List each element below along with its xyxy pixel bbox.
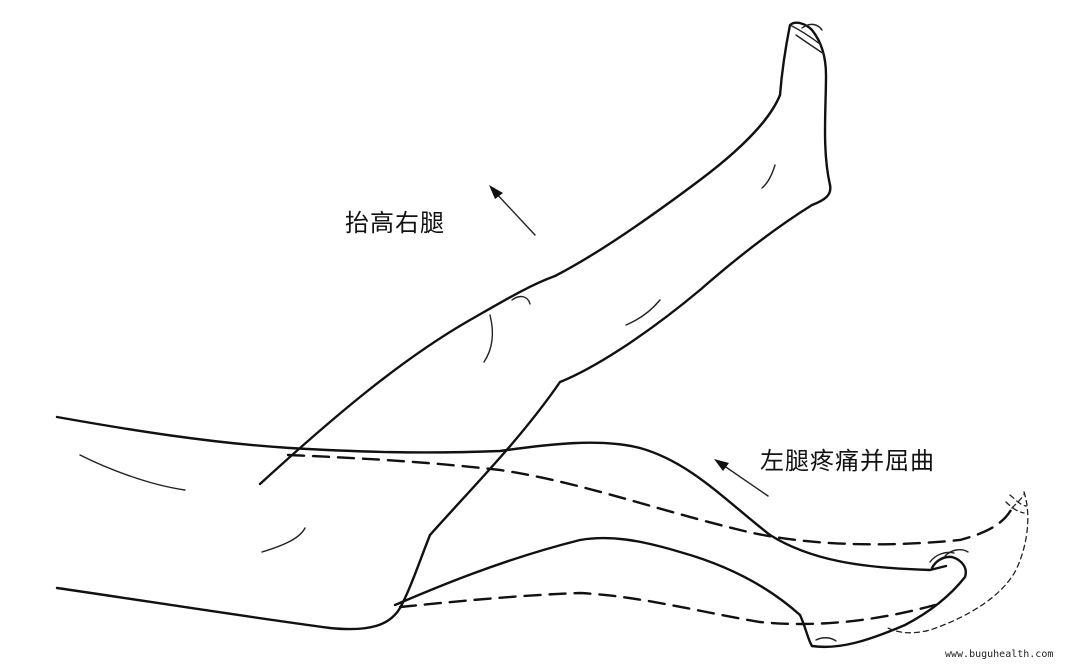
right-kneecap: [511, 295, 531, 305]
right-foot: [778, 21, 832, 187]
right-calf-line: [625, 299, 661, 326]
right-leg-lower-edge: [428, 183, 832, 537]
left-foot: [810, 555, 967, 648]
raise-right-leg-label: 抬高右腿: [345, 209, 445, 237]
raise-arrow-head: [489, 185, 503, 199]
left-thigh-upper-edge: [55, 415, 948, 572]
watermark: www.buguhealth.com: [945, 649, 1054, 660]
dashed-toes: [1005, 494, 1027, 514]
hip-crease: [261, 527, 306, 553]
right-leg-upper-edge: [258, 93, 782, 486]
left-leg-lower-edge: [393, 536, 814, 648]
left-calf-crease: [815, 637, 837, 642]
left-toes: [929, 548, 969, 563]
dashed-upper-edge: [286, 453, 1014, 546]
hip-outline: [55, 454, 432, 631]
left-leg-original-position: [286, 453, 1029, 634]
right-knee-crease: [483, 314, 494, 363]
bend-arrow-head: [714, 459, 729, 471]
right-toes: [789, 23, 825, 55]
thigh-crease: [79, 454, 186, 491]
left-leg-pain-bend-label: 左腿疼痛并屈曲: [760, 447, 935, 475]
bend-arrow: [714, 459, 769, 497]
right-ankle-line: [761, 164, 776, 189]
dashed-foot: [887, 491, 1029, 634]
buttock-curve: [55, 533, 432, 631]
raise-arrow: [489, 185, 536, 236]
right-raised-leg: [258, 21, 832, 537]
dashed-lower-edge: [398, 591, 937, 626]
left-leg-outline: [55, 415, 969, 648]
